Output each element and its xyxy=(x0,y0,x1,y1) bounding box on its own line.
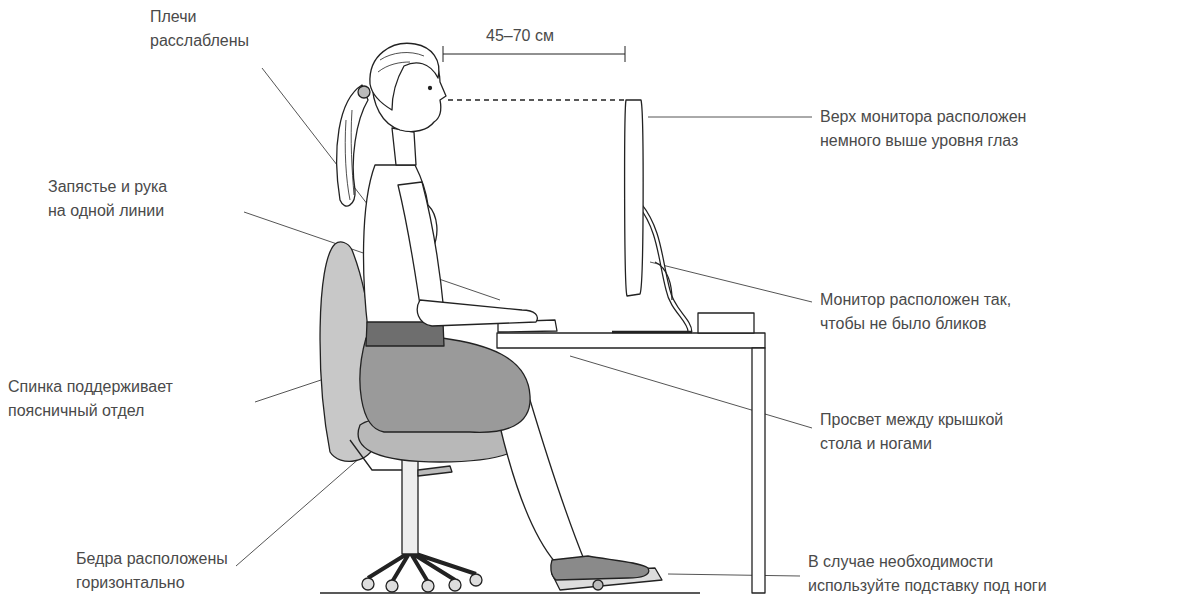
monitor-screen xyxy=(625,100,644,296)
callout-label: Запястье и рука на одной линии xyxy=(48,175,182,223)
dimension-tick xyxy=(443,46,444,62)
desk-device xyxy=(698,313,754,333)
dimension-line xyxy=(443,54,625,55)
callout-label: Монитор расположен так, чтобы не было бл… xyxy=(820,288,1030,336)
eye-level-line xyxy=(448,99,626,101)
callout-label: Плечи расслаблены xyxy=(150,5,260,53)
callout-label: Спинка поддерживает поясничный отдел xyxy=(8,375,190,423)
leader-line xyxy=(668,574,800,576)
callout-label: Бедра расположены горизонтально xyxy=(76,547,238,595)
thighs xyxy=(360,338,530,432)
monitor-base xyxy=(612,331,692,334)
dimension-tick xyxy=(625,46,626,62)
leader-line xyxy=(570,356,812,428)
shoe xyxy=(551,556,649,580)
floor-line xyxy=(320,592,700,593)
hair xyxy=(370,43,439,110)
monitor-stand xyxy=(640,205,690,332)
desk-top xyxy=(497,333,765,348)
forearm xyxy=(417,300,537,326)
desk-leg xyxy=(752,348,765,593)
leader-line xyxy=(648,117,812,118)
callout-label: Верх монитора расположен немного выше ур… xyxy=(820,105,1080,153)
hair-tie xyxy=(358,86,370,98)
chair-post xyxy=(402,458,418,554)
callout-label: В случае необходимости используйте подст… xyxy=(808,550,1058,598)
leader-line xyxy=(650,262,812,302)
ponytail xyxy=(337,85,368,206)
neck xyxy=(392,128,416,165)
upper-arm xyxy=(398,182,444,312)
chair-lever xyxy=(418,466,452,476)
dimension-label: 45–70 см xyxy=(486,24,596,48)
chair-base xyxy=(362,552,482,592)
monitor-cable xyxy=(655,262,672,300)
callout-label: Просвет между крышкой стола и ногами xyxy=(820,408,1018,456)
